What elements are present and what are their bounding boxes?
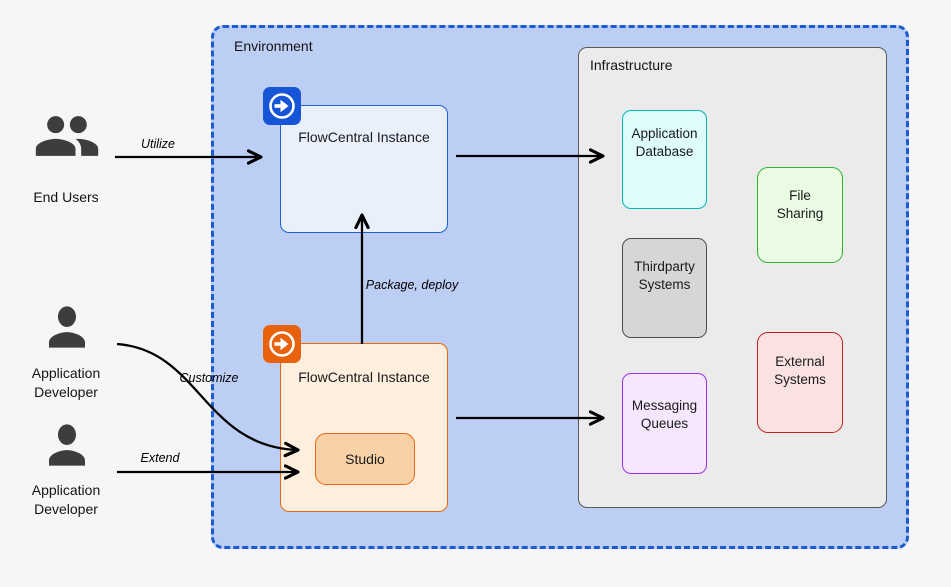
end-users-icon: [35, 116, 99, 156]
environment-label: Environment: [234, 38, 313, 54]
end-users-label: End Users: [33, 189, 99, 205]
extend-edge-label: Extend: [140, 451, 180, 465]
node-thirdparty-systems-label: Thirdparty Systems: [634, 259, 695, 292]
node-file-sharing-label: File Sharing: [776, 188, 824, 221]
node-application-database: Application Database: [622, 110, 707, 209]
node-thirdparty-systems: Thirdparty Systems: [622, 238, 707, 338]
infrastructure-label: Infrastructure: [590, 57, 673, 73]
node-flowcentral-instance-top: FlowCentral Instance: [280, 105, 448, 233]
node-studio-label: Studio: [345, 450, 385, 467]
developer-icon: [49, 306, 85, 348]
node-flowcentral-instance-top-label: FlowCentral Instance: [298, 129, 430, 145]
node-messaging-queues: Messaging Queues: [622, 373, 707, 474]
node-flowcentral-instance-bottom: FlowCentral Instance: [280, 343, 448, 512]
node-flowcentral-instance-bottom-label: FlowCentral Instance: [298, 369, 430, 385]
circled-arrow-icon-orange: [263, 325, 301, 363]
customize-edge-label: Customize: [179, 371, 239, 385]
utilize-edge-label: Utilize: [140, 137, 176, 151]
developer-icon: [49, 424, 85, 466]
node-file-sharing: File Sharing: [757, 167, 843, 263]
circled-arrow-icon-blue: [263, 87, 301, 125]
node-messaging-queues-label: Messaging Queues: [631, 398, 698, 431]
application-developer-label: Application Developer: [31, 482, 101, 517]
node-application-database-label: Application Database: [631, 126, 698, 159]
node-external-systems-label: External Systems: [774, 354, 826, 387]
node-studio: Studio: [315, 433, 415, 485]
node-external-systems: External Systems: [757, 332, 843, 433]
package-deploy-edge-label: Package, deploy: [365, 278, 459, 292]
application-developer-label: Application Developer: [31, 365, 101, 400]
